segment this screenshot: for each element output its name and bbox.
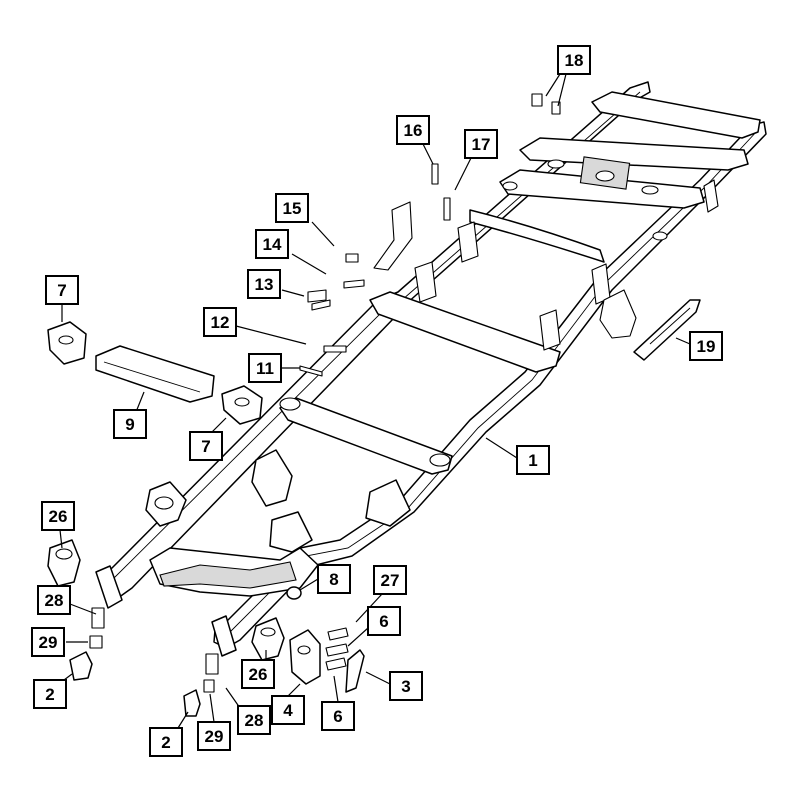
callout-17-label: 17 [472,135,491,154]
loose-parts [47,93,701,717]
callout-28-left: 28 [37,585,71,615]
callout-6-top-label: 6 [379,612,388,631]
callout-6-bottom: 6 [321,701,355,731]
callout-29-left-label: 29 [39,633,58,652]
callout-3-label: 3 [401,677,410,696]
leader-lines [59,73,691,729]
callout-4-label: 4 [283,701,293,720]
callout-19: 19 [689,331,723,361]
callout-19-label: 19 [697,337,716,356]
callout-2-right: 2 [149,727,183,757]
frame-assembly [95,81,767,657]
callout-2-left: 2 [33,679,67,709]
callout-13: 13 [247,269,281,299]
callout-28-right: 28 [237,705,271,735]
callout-17: 17 [464,129,498,159]
callout-7-top: 7 [45,275,79,305]
callout-29-right-label: 29 [205,727,224,746]
callout-18-label: 18 [565,51,584,70]
callout-1: 1 [516,445,550,475]
callout-9-label: 9 [125,415,134,434]
callout-28-right-label: 28 [245,711,264,730]
callout-2-right-label: 2 [161,733,170,752]
callout-13-label: 13 [255,275,274,294]
callout-4: 4 [271,695,305,725]
callout-8-label: 8 [329,570,338,589]
callout-29-left: 29 [31,627,65,657]
callout-27-label: 27 [381,571,400,590]
callout-16-label: 16 [404,121,423,140]
callout-26-right-label: 26 [249,665,268,684]
callout-6-top: 6 [367,606,401,636]
callout-14: 14 [255,229,289,259]
callout-7-bottom-label: 7 [201,437,210,456]
callout-7-bottom: 7 [189,431,223,461]
callout-27: 27 [373,565,407,595]
callout-12: 12 [203,307,237,337]
callout-18: 18 [557,45,591,75]
callout-11: 11 [248,353,282,383]
callout-29-right: 29 [197,721,231,751]
callout-1-label: 1 [528,451,537,470]
callout-15: 15 [275,193,309,223]
callout-7-top-label: 7 [57,281,66,300]
callout-28-left-label: 28 [45,591,64,610]
callout-11-label: 11 [256,359,274,378]
callout-26-right: 26 [241,659,275,689]
callout-16: 16 [396,115,430,145]
callout-6-bottom-label: 6 [333,707,342,726]
callout-15-label: 15 [283,199,302,218]
callout-3: 3 [389,671,423,701]
callout-26-left-label: 26 [49,507,68,526]
callout-9: 9 [113,409,147,439]
callout-12-label: 12 [211,313,230,332]
callout-8: 8 [317,564,351,594]
callout-26-left: 26 [41,501,75,531]
callout-2-left-label: 2 [45,685,54,704]
callout-14-label: 14 [263,235,282,254]
